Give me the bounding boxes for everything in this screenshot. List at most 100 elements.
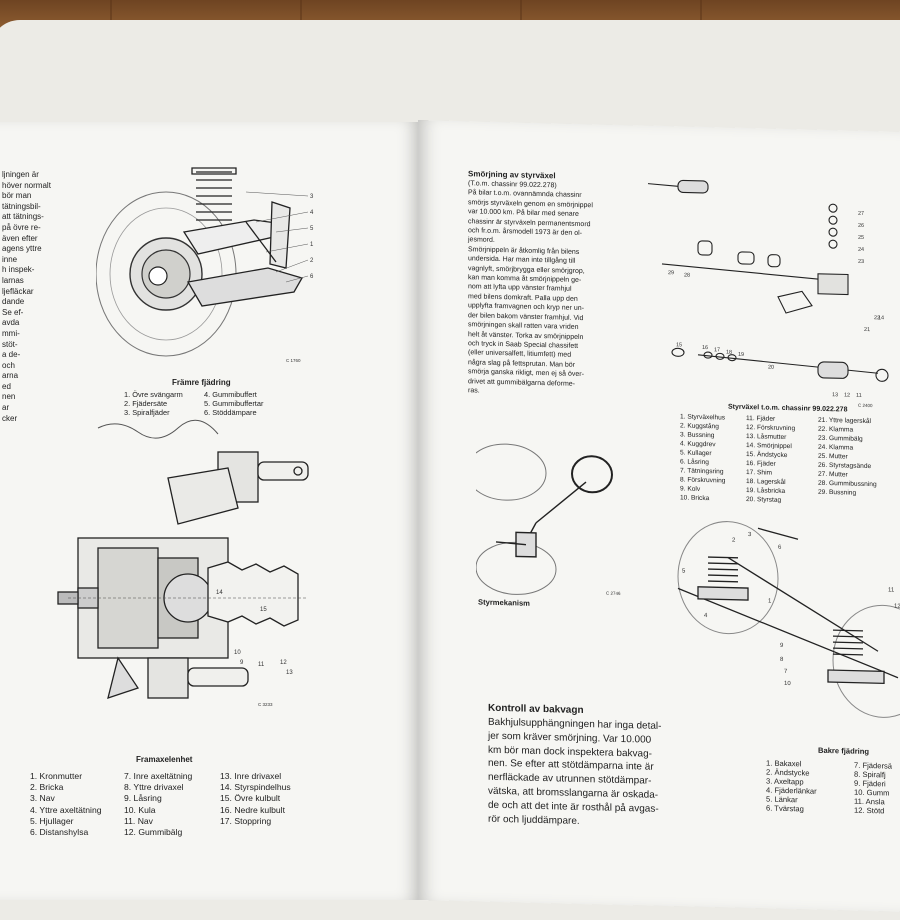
svg-text:2: 2 bbox=[732, 538, 736, 544]
svg-text:3: 3 bbox=[748, 532, 752, 538]
edge-text-line: a de- bbox=[2, 350, 21, 360]
rear-legend-item: 6. Tvärstag bbox=[766, 803, 804, 814]
svg-text:26: 26 bbox=[858, 223, 864, 229]
svg-text:20: 20 bbox=[768, 365, 774, 371]
fig1-legend-item: 4. Gummibuffert bbox=[204, 390, 257, 399]
edge-text-line: att tätnings- bbox=[2, 212, 44, 222]
svg-text:28: 28 bbox=[684, 273, 690, 279]
fig1-legend-item: 1. Övre svängarm bbox=[124, 390, 183, 399]
svg-text:9: 9 bbox=[780, 643, 784, 649]
control-text: Bakhjulsupphängningen har inga detal-jer… bbox=[488, 716, 661, 831]
edge-text-line: ar bbox=[2, 403, 10, 413]
edge-text-line: stöt- bbox=[2, 339, 18, 349]
svg-text:12: 12 bbox=[894, 604, 900, 610]
svg-text:C 3233: C 3233 bbox=[258, 702, 273, 707]
svg-text:12: 12 bbox=[844, 392, 850, 398]
svg-text:6: 6 bbox=[310, 274, 314, 280]
svg-text:C 2400: C 2400 bbox=[858, 403, 873, 408]
svg-text:23: 23 bbox=[858, 259, 864, 265]
fig1-caption: Främre fjädring bbox=[172, 378, 231, 387]
edge-text-line: bör man bbox=[2, 191, 32, 201]
svg-text:7: 7 bbox=[784, 669, 788, 675]
svg-text:5: 5 bbox=[682, 568, 686, 574]
svg-text:C 1760: C 1760 bbox=[286, 358, 301, 363]
svg-text:16: 16 bbox=[702, 345, 708, 351]
svg-text:24: 24 bbox=[858, 247, 864, 253]
edge-text-line: på övre re- bbox=[2, 222, 41, 232]
svg-text:10: 10 bbox=[234, 650, 241, 656]
svg-text:C 2746: C 2746 bbox=[606, 591, 621, 596]
svg-text:1: 1 bbox=[310, 242, 314, 248]
steering-caption: Styrmekanism bbox=[478, 597, 530, 608]
fig2-legend-item: 15. Övre kulbult bbox=[220, 793, 281, 804]
fig2-legend-item: 7. Inre axeltätning bbox=[124, 771, 193, 781]
svg-text:22: 22 bbox=[874, 315, 880, 321]
edge-text-line: och bbox=[2, 360, 15, 370]
edge-text-line: ed bbox=[2, 381, 11, 391]
fig2-legend-item: 2. Bricka bbox=[30, 782, 64, 793]
svg-text:19: 19 bbox=[738, 352, 744, 358]
svg-text:1: 1 bbox=[768, 599, 772, 605]
svg-text:29: 29 bbox=[668, 270, 674, 276]
svg-text:2: 2 bbox=[310, 258, 314, 264]
svg-text:11: 11 bbox=[888, 587, 895, 593]
fig1-legend-item: 2. Fjädersäte bbox=[124, 399, 168, 408]
fig2-legend-item: 3. Nav bbox=[30, 793, 55, 804]
svg-text:13: 13 bbox=[832, 392, 838, 398]
lube-text: (T.o.m. chassinr 99.022.278)På bilar t.o… bbox=[468, 179, 593, 398]
svg-text:9: 9 bbox=[240, 660, 244, 666]
svg-text:4: 4 bbox=[310, 210, 314, 216]
edge-text-line: avda bbox=[2, 318, 20, 328]
right-page: Smörjning av styrväxel (T.o.m. chassinr … bbox=[418, 120, 900, 912]
svg-text:27: 27 bbox=[858, 211, 864, 217]
rack-legend-item bbox=[818, 497, 877, 507]
steering-mechanism-illustration: C 2746 bbox=[476, 443, 621, 596]
fig2-legend-item: 1. Kronmutter bbox=[30, 771, 83, 781]
svg-text:4: 4 bbox=[704, 613, 708, 619]
front-axle-illustration: 14 15 10 9 11 12 13 1 2 3 4 5 6 7 8 16 1… bbox=[57, 419, 309, 707]
svg-text:15: 15 bbox=[260, 607, 267, 613]
edge-text-line: inne bbox=[2, 254, 18, 264]
fig2-legend-item: 5. Hjullager bbox=[30, 815, 74, 826]
rear-suspension-illustration: 1 2 3 4 5 6 7 8 9 10 11 12 bbox=[677, 521, 900, 718]
fig2-legend-item: 11. Nav bbox=[124, 815, 153, 826]
edge-text-line: tätningsbil- bbox=[2, 201, 41, 211]
fig2-legend-item: 10. Kula bbox=[124, 804, 156, 815]
rack-legend-item: 29. Bussning bbox=[818, 488, 857, 497]
fig2-legend-item: 13. Inre drivaxel bbox=[220, 771, 282, 781]
svg-text:17: 17 bbox=[714, 347, 720, 353]
edge-text-line: höver normalt bbox=[2, 180, 51, 190]
edge-text-line: ljningen är bbox=[2, 170, 39, 179]
rack-caption: Styrväxel t.o.m. chassinr 99.022.278 bbox=[728, 403, 848, 414]
svg-text:21: 21 bbox=[864, 327, 870, 333]
edge-text-line: mmi- bbox=[2, 328, 20, 338]
svg-text:12: 12 bbox=[280, 660, 287, 666]
svg-text:15: 15 bbox=[676, 342, 682, 348]
svg-text:11: 11 bbox=[258, 662, 265, 668]
fig2-legend-item: 4. Yttre axeltätning bbox=[30, 804, 102, 815]
fig2-caption: Framaxelenhet bbox=[136, 755, 193, 764]
svg-text:14: 14 bbox=[216, 590, 223, 596]
edge-text-line: h inspek- bbox=[2, 265, 35, 275]
svg-text:11: 11 bbox=[856, 393, 862, 399]
fig1-legend-item: 3. Spiralfjäder bbox=[124, 408, 170, 417]
fig2-legend-item: 6. Distanshylsa bbox=[30, 826, 89, 837]
edge-text-line: cker bbox=[2, 413, 18, 423]
edge-text-line: ljefläckar bbox=[2, 286, 34, 296]
svg-text:18: 18 bbox=[726, 350, 732, 356]
svg-text:5: 5 bbox=[310, 226, 314, 232]
svg-text:25: 25 bbox=[858, 235, 864, 241]
edge-text-line: nen bbox=[2, 392, 16, 402]
